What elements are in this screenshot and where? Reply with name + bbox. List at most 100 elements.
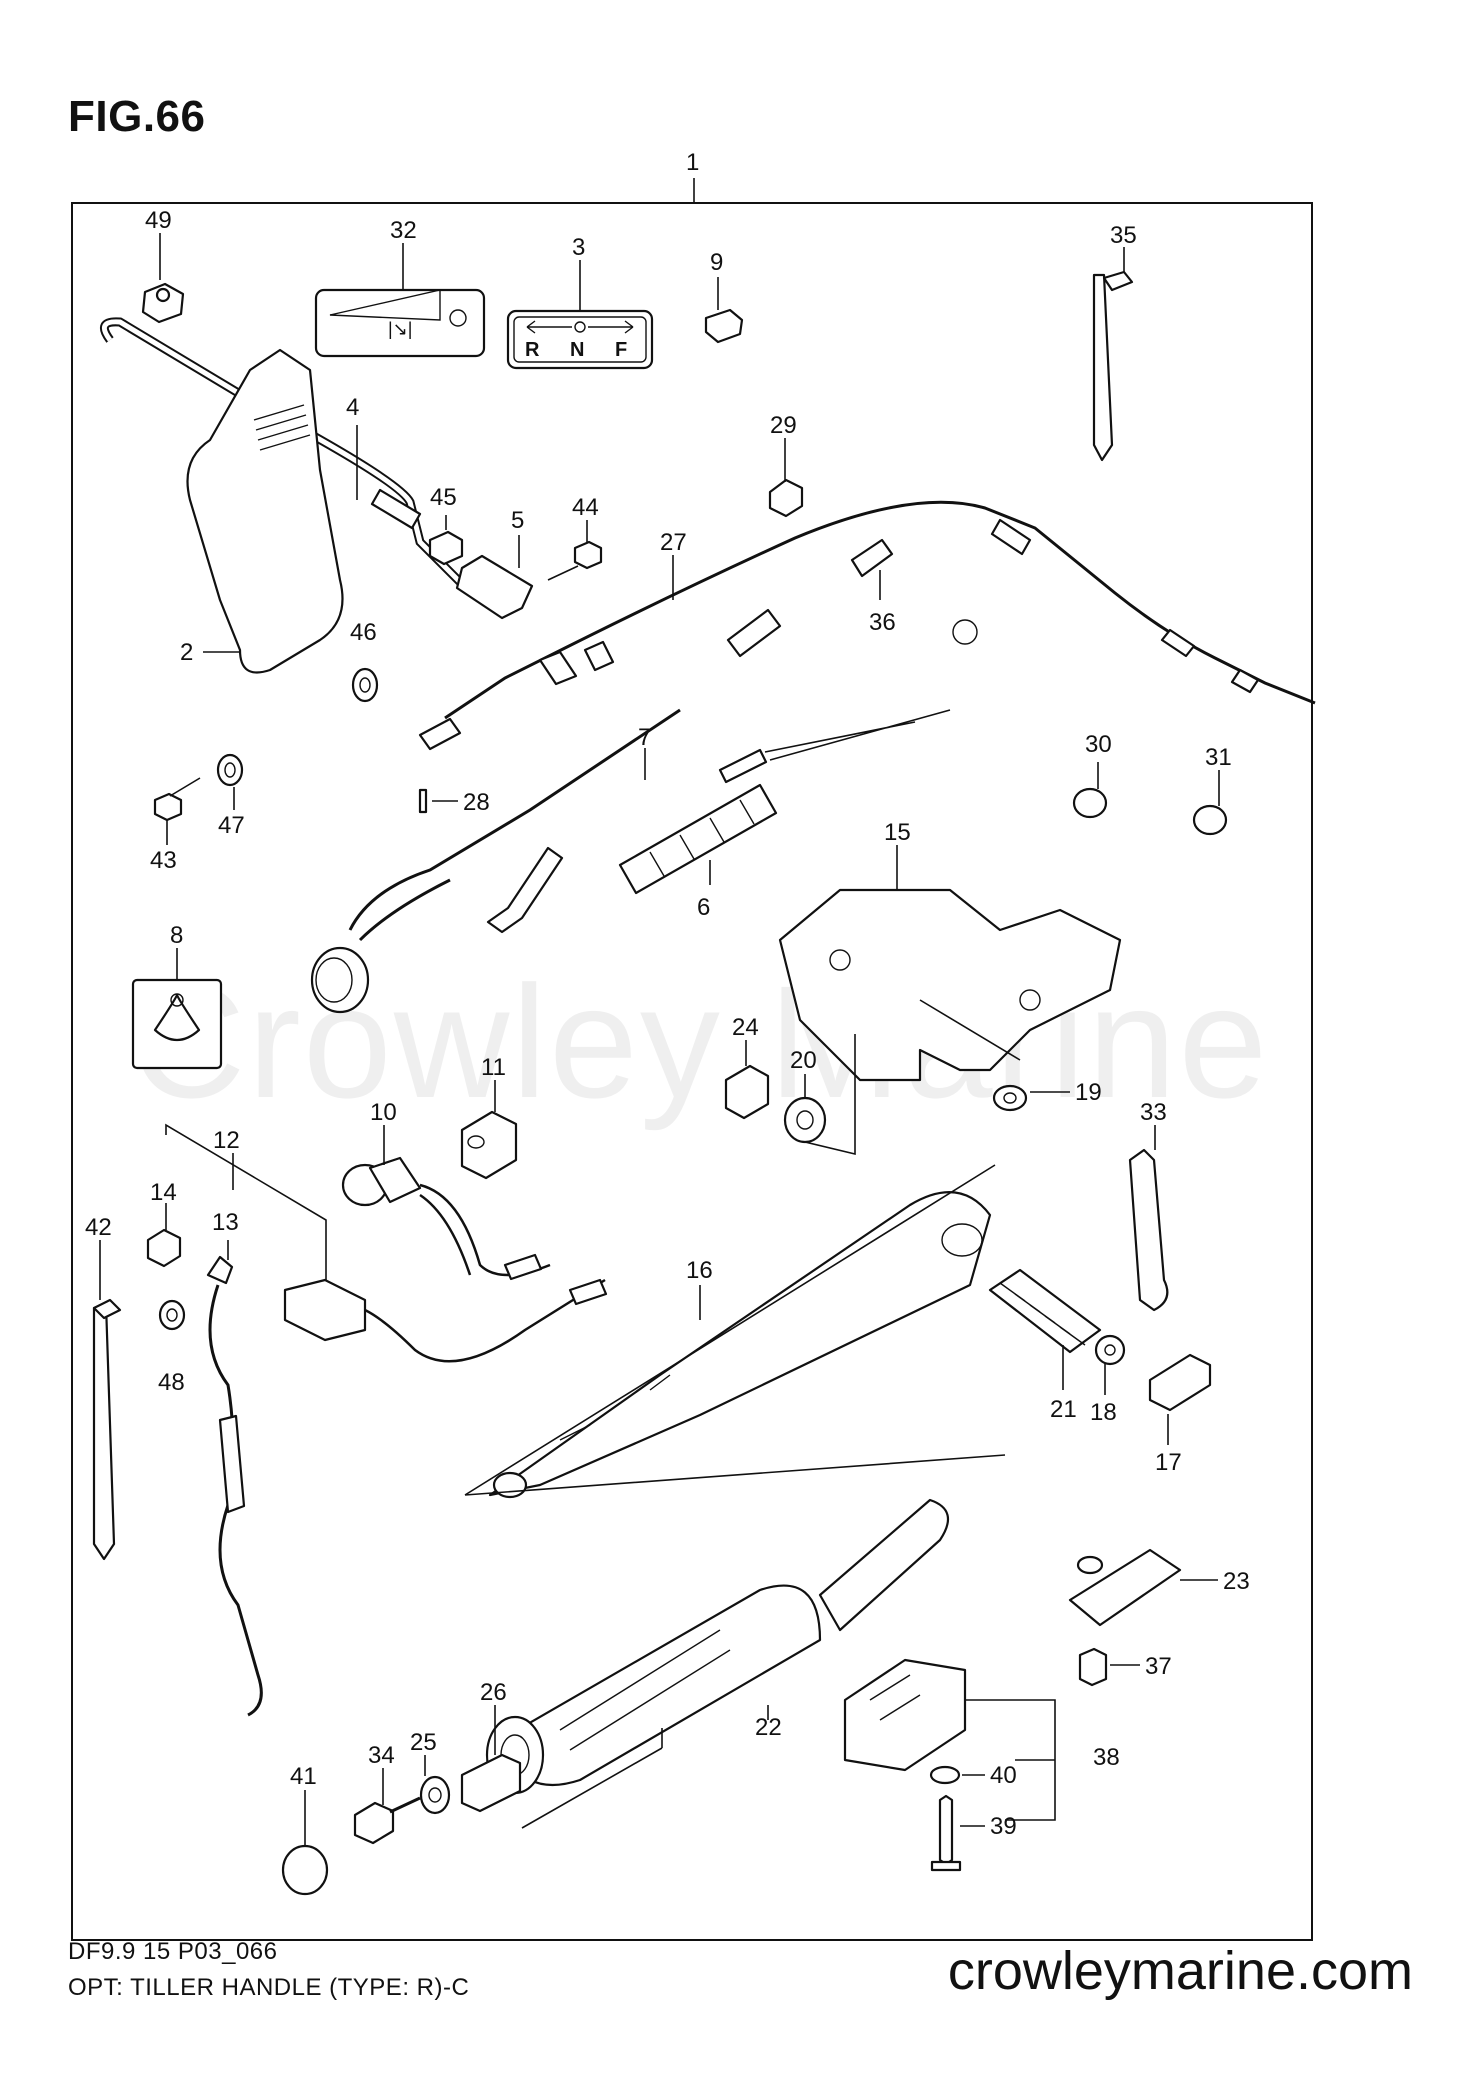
part-21-spring[interactable] [988, 1268, 1102, 1354]
part-41-cap[interactable] [281, 1844, 329, 1896]
callout-49: 49 [145, 207, 172, 234]
callout-18: 18 [1090, 1399, 1117, 1426]
part-12-plug[interactable] [283, 1278, 608, 1363]
svg-text:N: N [570, 339, 584, 361]
part-47-washer[interactable] [216, 753, 244, 787]
part-23-bracket[interactable] [1068, 1548, 1182, 1627]
callout-23: 23 [1223, 1568, 1250, 1595]
footer-description: OPT: TILLER HANDLE (TYPE: R)-C [68, 1974, 470, 2001]
part-32-decal[interactable]: |↘| [314, 288, 486, 358]
part-8-label[interactable] [131, 978, 223, 1070]
part-34-bolt[interactable] [353, 1796, 421, 1845]
callout-31: 31 [1205, 744, 1232, 771]
callout-43: 43 [150, 847, 177, 874]
site-url[interactable]: crowleymarine.com [947, 1941, 1413, 2001]
part-36-spring[interactable] [726, 538, 894, 658]
part-13-lanyard[interactable] [206, 1255, 263, 1717]
callout-47: 47 [218, 812, 245, 839]
part-19-washer[interactable] [992, 1084, 1028, 1112]
part-14-nut[interactable] [146, 1228, 182, 1268]
part-33-strap[interactable] [1128, 1148, 1169, 1312]
callout-29: 29 [770, 412, 797, 439]
callout-5: 5 [511, 507, 524, 534]
part-24-bushing[interactable] [724, 1064, 770, 1120]
callout-8: 8 [170, 922, 183, 949]
callout-20: 20 [790, 1047, 817, 1074]
callout-10: 10 [370, 1099, 397, 1126]
callout-37: 37 [1145, 1653, 1172, 1680]
part-40-washer[interactable] [929, 1765, 961, 1785]
part-37-screw[interactable] [1078, 1647, 1108, 1687]
callout-19: 19 [1075, 1079, 1102, 1106]
part-30-cap[interactable] [1072, 787, 1108, 819]
callout-44: 44 [572, 494, 599, 521]
part-31-cap[interactable] [1192, 804, 1228, 836]
callout-27: 27 [660, 529, 687, 556]
part-25-washer[interactable] [419, 1775, 451, 1815]
part-27-throttle-cable[interactable] [418, 500, 1316, 751]
callout-35: 35 [1110, 222, 1137, 249]
part-10-switch[interactable] [341, 1156, 551, 1281]
svg-text:R: R [525, 339, 540, 361]
callout-22: 22 [755, 1714, 782, 1741]
callout-9: 9 [710, 249, 723, 276]
figure-title: FIG.66 [68, 92, 206, 141]
callout-46: 46 [350, 619, 377, 646]
callout-1: 1 [686, 149, 699, 176]
part-39-screw[interactable] [930, 1794, 962, 1872]
callout-48: 48 [158, 1369, 185, 1396]
part-17-bolt[interactable] [1148, 1353, 1212, 1412]
callout-32: 32 [390, 217, 417, 244]
part-38-friction-assy[interactable] [843, 1658, 967, 1772]
part-42-cable-tie[interactable] [92, 1298, 122, 1561]
callout-36: 36 [869, 609, 896, 636]
callout-13: 13 [212, 1209, 239, 1236]
part-16-tiller-arm[interactable] [488, 1191, 992, 1499]
part-7-wire-harness[interactable] [310, 619, 978, 1014]
callout-42: 42 [85, 1214, 112, 1241]
callout-25: 25 [410, 1729, 437, 1756]
diagram-frame [71, 202, 1313, 1941]
callout-45: 45 [430, 484, 457, 511]
part-15-bracket[interactable] [778, 888, 1122, 1082]
callout-34: 34 [368, 1742, 395, 1769]
part-5-clevis[interactable] [455, 554, 534, 620]
part-3-shift-decal[interactable]: R N F [506, 309, 654, 370]
svg-text:|↘|: |↘| [388, 319, 412, 339]
callout-12: 12 [213, 1127, 240, 1154]
callout-33: 33 [1140, 1099, 1167, 1126]
part-6-sleeve[interactable] [618, 783, 778, 895]
part-11-collar[interactable] [460, 1110, 518, 1180]
part-9-grommet[interactable] [704, 308, 744, 344]
part-2-grip[interactable] [186, 348, 344, 674]
callout-4: 4 [346, 394, 359, 421]
footer-code: DF9.9 15 P03_066 [68, 1938, 278, 1965]
part-18-washer[interactable] [1094, 1334, 1126, 1366]
callout-17: 17 [1155, 1449, 1182, 1476]
callout-15: 15 [884, 819, 911, 846]
callout-2: 2 [180, 639, 193, 666]
part-45-nut[interactable] [428, 530, 464, 566]
part-35-cable-tie[interactable] [1092, 270, 1134, 462]
callout-39: 39 [990, 1813, 1017, 1840]
callout-6: 6 [697, 894, 710, 921]
callout-30: 30 [1085, 731, 1112, 758]
callout-3: 3 [572, 234, 585, 261]
part-48-washer[interactable] [158, 1299, 186, 1331]
part-20-grommet[interactable] [783, 1096, 827, 1144]
callout-24: 24 [732, 1014, 759, 1041]
part-44-bolt[interactable] [547, 540, 603, 581]
part-26-collar[interactable] [460, 1753, 522, 1813]
svg-text:F: F [615, 339, 627, 361]
part-28-pin[interactable] [418, 788, 428, 814]
part-46-washer[interactable] [351, 667, 379, 703]
callout-7: 7 [638, 724, 651, 751]
callout-11: 11 [481, 1054, 506, 1081]
callout-26: 26 [480, 1679, 507, 1706]
part-29-bushing[interactable] [768, 478, 804, 518]
part-49-clip[interactable] [141, 282, 185, 324]
part-43-bolt[interactable] [153, 777, 201, 822]
callout-41: 41 [290, 1763, 317, 1790]
callout-28: 28 [463, 789, 490, 816]
